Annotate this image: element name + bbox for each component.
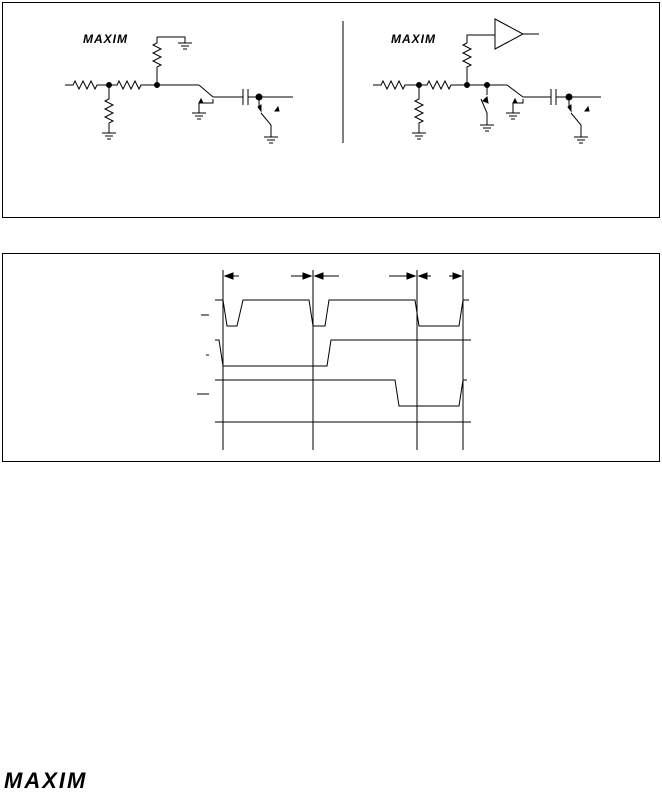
right-circuit [373, 18, 601, 144]
right-buffer-input [466, 34, 495, 43]
left-shunt-resistor [103, 85, 115, 133]
right-output-switch [568, 97, 582, 137]
timing-arrowhead-3a [417, 272, 428, 280]
right-shunt-resistor [413, 85, 425, 133]
right-node-dot-2 [464, 82, 470, 88]
right-switch [506, 84, 524, 98]
left-output-switch [258, 97, 272, 137]
left-circuit [65, 36, 293, 144]
right-shunt-ground [412, 132, 426, 140]
right-output-arrow-2 [584, 105, 590, 112]
right-mid-switch [480, 85, 488, 125]
timing-arrowhead-2b [406, 272, 417, 280]
circuit-panel: MAXIM MAXIM [2, 2, 660, 218]
right-switch-ground-wire [512, 99, 524, 113]
right-switch-ground [506, 112, 520, 120]
right-switch-arrow [512, 97, 518, 104]
left-node-dot-2 [154, 82, 160, 88]
left-switch [198, 84, 214, 98]
right-input-resistor [373, 79, 419, 91]
timing-arrowhead-3b [452, 272, 463, 280]
left-top-ground [178, 42, 192, 50]
left-series-resistor [109, 79, 157, 91]
maxim-logo-left: MAXIM [83, 32, 128, 46]
right-output-ground [574, 136, 588, 144]
right-mid-ground [480, 124, 494, 132]
timing-arrowhead-1a [223, 272, 234, 280]
right-buffer-amplifier [494, 18, 525, 50]
timing-arrowhead-2a [313, 272, 324, 280]
left-top-resistor [151, 37, 163, 85]
left-input-resistor [65, 79, 109, 91]
left-capacitor [242, 89, 249, 105]
maxim-logo-right: MAXIM [391, 32, 436, 46]
left-top-wire [157, 36, 186, 43]
right-series-resistor [419, 79, 467, 91]
right-mid-arrow [482, 95, 489, 104]
left-switch-arrow [198, 97, 204, 104]
signal-2-waveform [215, 339, 471, 367]
left-shunt-ground [102, 132, 116, 140]
maxim-logo-footer: MAXIM [4, 768, 88, 793]
left-output-arrow-2 [274, 105, 280, 112]
timing-diagram [197, 270, 471, 450]
right-capacitor [550, 89, 557, 105]
timing-panel [2, 253, 660, 462]
right-top-resistor [461, 42, 473, 85]
right-output-arrow-1 [567, 104, 572, 113]
timing-arrowhead-1b [302, 272, 313, 280]
circuit-schematics [65, 18, 601, 144]
left-switch-ground [192, 112, 206, 120]
signal-3-waveform [215, 379, 467, 407]
left-output-arrow-1 [257, 104, 262, 113]
left-output-ground [264, 136, 278, 144]
left-switch-ground-wire [198, 99, 214, 113]
signal-1-waveform [215, 299, 469, 327]
